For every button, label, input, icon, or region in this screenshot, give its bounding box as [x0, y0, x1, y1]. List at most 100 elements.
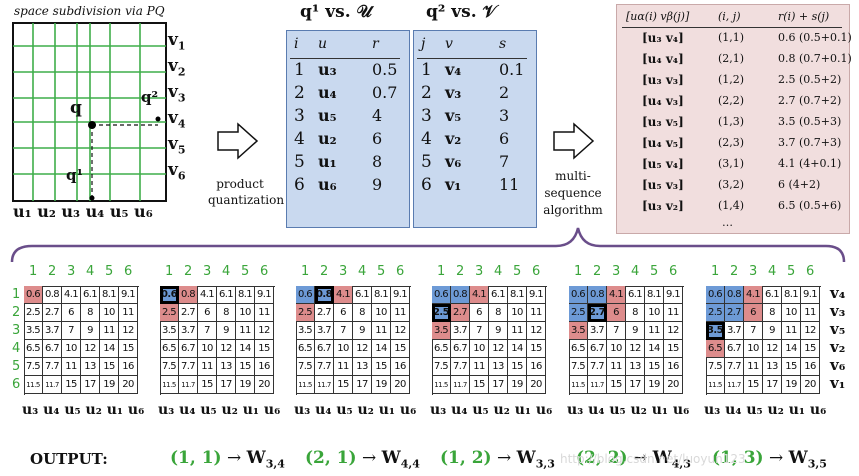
grid-cell: 2.5	[160, 304, 179, 322]
grid-cell: 16	[801, 358, 820, 376]
results-pair: [u₄ v₅]	[642, 136, 684, 150]
grid-cell: 13	[489, 358, 508, 376]
v-label: v6	[168, 160, 186, 182]
grid-cell: 0.6	[160, 286, 179, 304]
v-label: v2	[168, 56, 186, 78]
table-cell-centroid: v₄	[445, 60, 462, 79]
grid-cell: 11	[119, 304, 138, 322]
grid-col-number: 3	[339, 264, 348, 279]
grid-cell: 7	[198, 322, 217, 340]
table1-panel	[286, 30, 410, 228]
grid-cell: 14	[236, 340, 255, 358]
table-cell-distance: 3	[499, 106, 510, 125]
results-index: (3,2)	[718, 178, 745, 191]
grid-col-number: 5	[241, 264, 250, 279]
grid-col-number: 6	[806, 264, 815, 279]
table-header: s	[499, 36, 507, 52]
grid-cell: 7.5	[569, 358, 588, 376]
grid-cell: 2.7	[588, 304, 607, 322]
grid-col-number: 4	[768, 264, 777, 279]
grid-col-number: 4	[222, 264, 231, 279]
grid-cell: 12	[626, 340, 645, 358]
grid-cell: 8	[353, 304, 372, 322]
grid-cell: 20	[119, 376, 138, 394]
output-w-sub: 3,5	[807, 457, 827, 471]
grid-cell: 11	[255, 304, 274, 322]
grid-cell: 8.1	[508, 286, 527, 304]
grid-cell: 4.1	[334, 286, 353, 304]
results-sum: 6 (4+2)	[778, 178, 821, 191]
grid-cell: 9	[217, 322, 236, 340]
grid-cell: 11.5	[432, 376, 451, 394]
grid-cell: 13	[763, 358, 782, 376]
table-cell-centroid: v₆	[445, 152, 462, 171]
v-label: v1	[168, 30, 186, 52]
grid-cell: 11	[664, 304, 683, 322]
grid-cell: 15	[508, 358, 527, 376]
grid-cell: 0.6	[432, 286, 451, 304]
grid-col-number: 5	[105, 264, 114, 279]
grid-cell: 10	[645, 304, 664, 322]
grid-col-number: 6	[396, 264, 405, 279]
grid-cell: 14	[372, 340, 391, 358]
results-sum: 3.5 (0.5+3)	[778, 115, 842, 128]
results-header: [uα(i) vβ(j)]	[626, 10, 690, 23]
grid-cell: 6	[744, 304, 763, 322]
table-rule	[290, 58, 400, 59]
table-header: v	[445, 36, 453, 52]
table-cell-index: 1	[294, 60, 305, 80]
v-label-sub: 5	[177, 143, 186, 157]
results-index: (1,1)	[718, 31, 745, 44]
grid-right-label: v₃	[830, 302, 846, 320]
grid-right-label: v₁	[830, 374, 846, 392]
results-pair: [u₅ v₃]	[642, 178, 684, 192]
table-rule	[417, 58, 527, 59]
table-cell-centroid: u₂	[318, 129, 337, 148]
grid-cell: 7	[62, 322, 81, 340]
grid-bottom-labels: u₃ u₄ u₅ u₂ u₁ u₆	[22, 402, 145, 418]
grid-cell: 11	[62, 358, 81, 376]
grid-cell: 3.7	[315, 322, 334, 340]
results-pair: [u₃ v₄]	[642, 31, 684, 45]
grid-cell: 6.7	[588, 340, 607, 358]
output-item: (2, 2) → W4,3	[576, 448, 691, 470]
v-label-sub: 6	[177, 169, 186, 183]
grid-col-number: 6	[532, 264, 541, 279]
grid-col-number: 4	[631, 264, 640, 279]
grid-cell: 12	[119, 322, 138, 340]
grid-cell: 11.5	[569, 376, 588, 394]
grid-cell: 11	[782, 322, 801, 340]
grid-cell: 7.7	[43, 358, 62, 376]
grid-cell: 19	[236, 376, 255, 394]
grid-cell: 9	[626, 322, 645, 340]
grid-row-number: 6	[12, 377, 21, 392]
table-cell-distance: 9	[372, 175, 383, 194]
grid-cell: 11	[527, 304, 546, 322]
results-index: (3,1)	[718, 157, 745, 170]
grid-cell: 3.5	[160, 322, 179, 340]
grid-cell: 20	[391, 376, 410, 394]
grid-col-number: 1	[301, 264, 310, 279]
table-cell-centroid: u₄	[318, 83, 337, 102]
grid-cell: 2.5	[569, 304, 588, 322]
grid-cell: 2.5	[296, 304, 315, 322]
grid-cell: 12	[353, 340, 372, 358]
results-header: r(i) + s(j)	[778, 10, 830, 23]
grid-cell: 16	[255, 358, 274, 376]
grid-row-number: 3	[12, 323, 21, 338]
results-sum: 3.7 (0.7+3)	[778, 136, 842, 149]
grid-cell: 6.1	[763, 286, 782, 304]
results-index: (1,4)	[718, 199, 745, 212]
grid-cell: 8.1	[100, 286, 119, 304]
watermark: http://blog.csdn.net/luoyun123	[560, 452, 746, 466]
grid-cell: 6	[607, 304, 626, 322]
grid-col-number: 6	[124, 264, 133, 279]
grid-right-label: v₂	[830, 338, 846, 356]
grid-cell: 6.7	[179, 340, 198, 358]
table-cell-centroid: u₆	[318, 175, 337, 194]
grid-cell: 11.7	[588, 376, 607, 394]
grid-cell: 10	[508, 304, 527, 322]
results-index: (2,3)	[718, 136, 745, 149]
grid-cell: 0.6	[706, 286, 725, 304]
grid-cell: 7.5	[160, 358, 179, 376]
